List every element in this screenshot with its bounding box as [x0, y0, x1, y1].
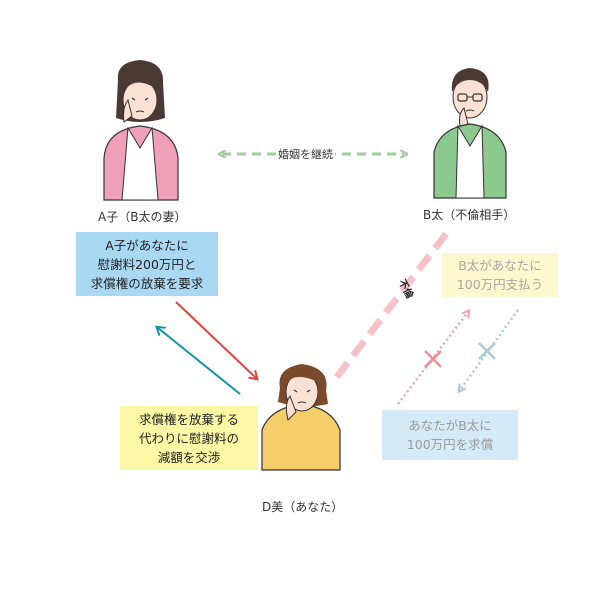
person-d-illustration — [261, 364, 341, 471]
d-claim-line-1: あなたがB太に — [408, 418, 492, 433]
d-negotiate-box: 求償権を放棄する 代わりに慰謝料の 減額を交渉 — [120, 406, 258, 470]
person-a-label: A子（B太の妻） — [98, 210, 187, 224]
b-pay-cross-icon — [424, 350, 442, 368]
b-pay-line-2: 100万円支払う — [456, 277, 544, 292]
a-demand-box: A子があなたに 慰謝料200万円と 求償権の放棄を要求 — [76, 232, 218, 296]
d-claim-line-2: 100万円を求償 — [406, 437, 494, 452]
d-negotiate-line-3: 減額を交渉 — [157, 449, 221, 465]
d-claim-cross-icon — [478, 342, 496, 360]
b-pay-line-1: B太があなたに — [458, 258, 542, 273]
marriage-label: 婚姻を継続 — [276, 146, 335, 162]
b-pay-arrow — [397, 312, 468, 405]
demand-arrow — [175, 301, 256, 378]
a-demand-line-2: 慰謝料200万円と — [97, 256, 197, 272]
person-a-illustration — [103, 60, 179, 201]
b-pay-box: B太があなたに 100万円支払う — [442, 253, 558, 297]
d-negotiate-line-1: 求償権を放棄する — [138, 411, 239, 427]
a-demand-line-3: 求償権の放棄を要求 — [90, 275, 204, 291]
d-negotiate-line-2: 代わりに慰謝料の — [138, 430, 239, 446]
d-claim-arrow — [460, 309, 519, 390]
person-b-label: B太（不倫相手） — [423, 208, 516, 222]
person-d-label: D美（あなた） — [262, 500, 344, 514]
negotiate-arrow — [158, 328, 241, 395]
a-demand-line-1: A子があなたに — [105, 237, 189, 253]
d-claim-box: あなたがB太に 100万円を求償 — [382, 410, 518, 460]
person-b-illustration — [433, 68, 507, 199]
affair-line — [333, 231, 449, 381]
